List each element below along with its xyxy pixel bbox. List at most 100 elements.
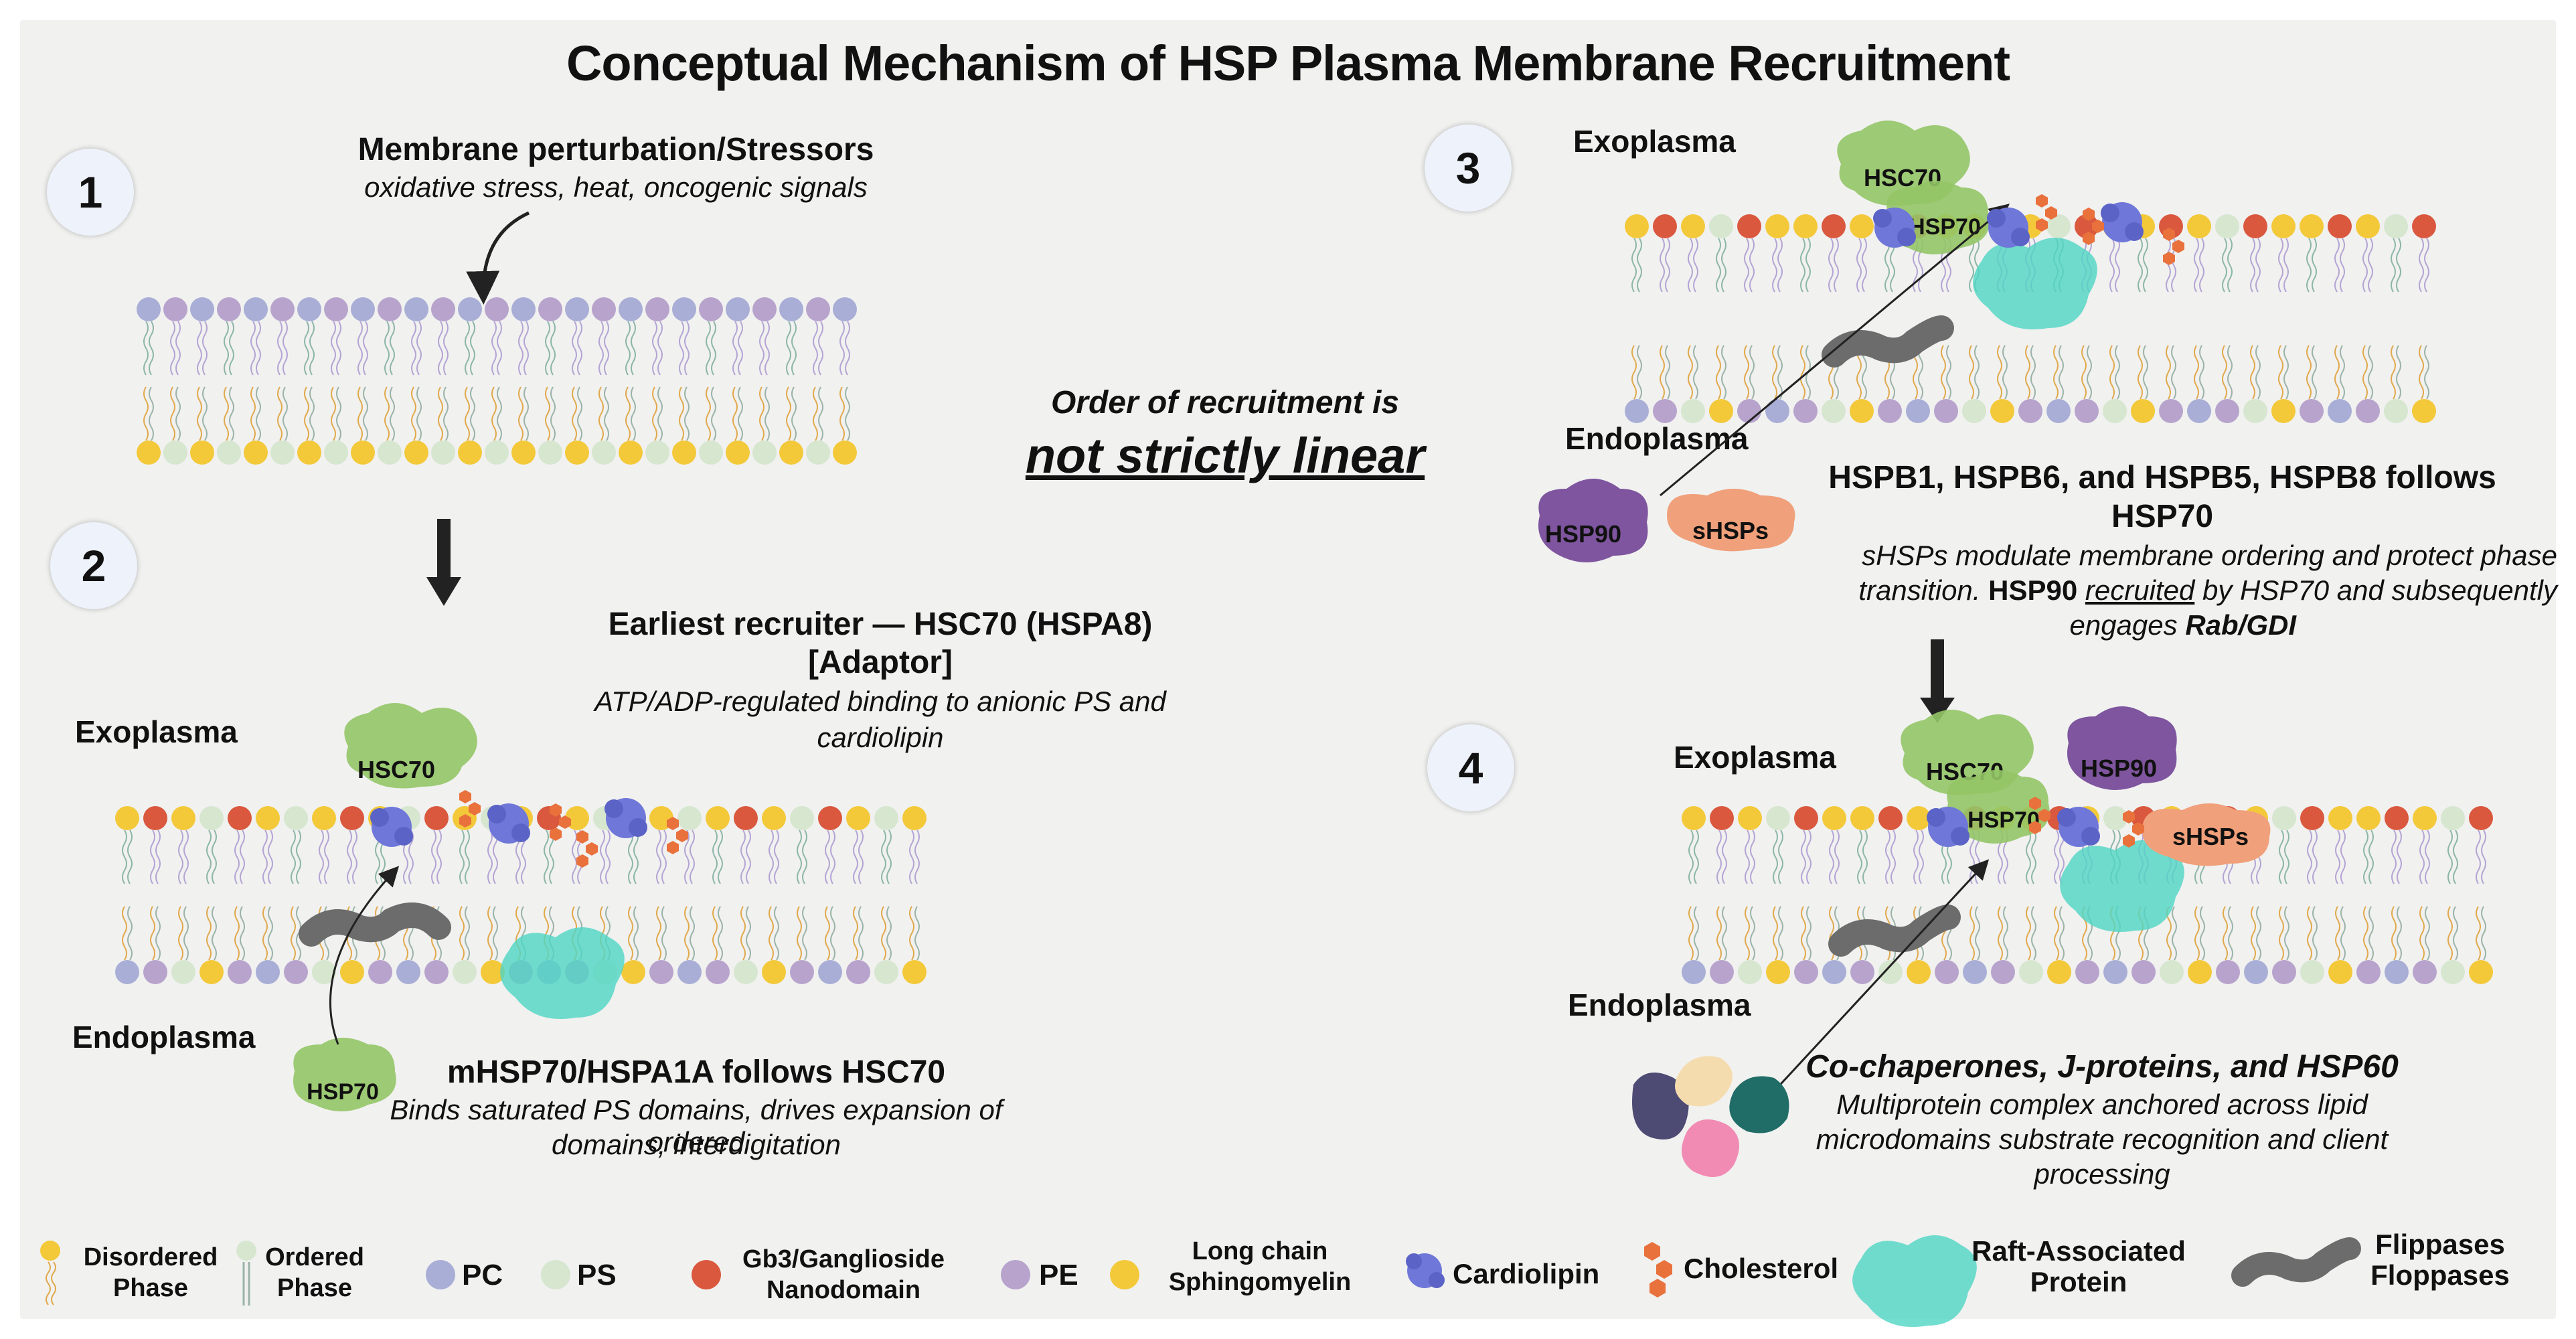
cholesterol-molecule: [2163, 228, 2184, 265]
step-2-hsc70-protein: HSC70: [344, 703, 477, 789]
step-4-flippase: [1828, 904, 1961, 957]
step-2-heading-line1: Earliest recruiter — HSC70 (HSPA8): [608, 607, 1153, 642]
step-2-hsp70-arrow: [329, 866, 400, 1045]
legend-raft-label: Raft-Associated Protein: [1971, 1235, 2186, 1297]
legend-sm-label: Long chain Sphingomyelin: [1168, 1237, 1352, 1296]
step-3-sub-line1: sHSPs modulate membrane ordering and pro…: [1862, 540, 2557, 571]
legend-ps-label: PS: [577, 1259, 617, 1291]
legend-pc-icon: [426, 1260, 455, 1289]
legend-pe-label: PE: [1039, 1259, 1078, 1291]
step-4-shsps-protein: sHSPs: [2142, 803, 2271, 866]
step-3-hsp90-label: HSP90: [1545, 520, 1621, 548]
legend-cholesterol-icon: [1644, 1242, 1672, 1297]
legend-ps-icon: [541, 1260, 570, 1289]
step-4-sub-line1: Multiprotein complex anchored across lip…: [1836, 1089, 2368, 1120]
step-2-follow-line2: domains, interdigitation: [552, 1129, 841, 1160]
step-3-shsps-label: sHSPs: [1692, 517, 1769, 544]
step-3-shsps-blob: sHSPs: [1667, 489, 1795, 552]
step-2-heading-line2: [Adaptor]: [808, 645, 953, 680]
legend-flippases-label: Flippases Floppases: [2370, 1229, 2510, 1291]
order-note-line1: Order of recruitment is: [1050, 385, 1400, 420]
step-2-flippase: [299, 902, 451, 947]
step-1-subtext: oxidative stress, heat, oncogenic signal…: [364, 171, 868, 203]
step-3-heading-line1: HSPB1, HSPB6, and HSPB5, HSPB8 follows: [1828, 460, 2496, 495]
legend-sm-icon: [1110, 1260, 1139, 1289]
legend-cardiolipin-icon: [1406, 1253, 1445, 1288]
cholesterol-molecule: [576, 830, 598, 868]
down-arrow-3-to-4: [1920, 639, 1955, 723]
step-4-endoplasma-label: Endoplasma: [1568, 988, 1751, 1022]
cholesterol-molecule: [667, 817, 688, 854]
down-arrow-1-to-2: [426, 519, 461, 606]
cholesterol-molecule: [550, 803, 571, 841]
step-4-cochaperone-cluster: [1632, 1056, 1789, 1177]
step-2-subtext-line1: ATP/ADP-regulated binding to anionic PS …: [594, 686, 1166, 717]
legend-gb3-icon: [692, 1260, 721, 1289]
legend-flippase-icon: [2231, 1237, 2361, 1287]
step-4-badge: 4: [1427, 724, 1514, 811]
step-2-badge: 2: [50, 522, 137, 609]
legend-disordered-icon: [40, 1241, 60, 1261]
step-3-sub-line2-post: by HSP70 and subsequently: [2194, 574, 2557, 606]
step-2-follow-heading: mHSP70/HSPA1A follows HSC70: [447, 1054, 946, 1090]
step-3-recruit-arrow: [1660, 204, 2010, 497]
stressor-arrow: [466, 211, 530, 305]
step-4-sub-line2: microdomains substrate recognition and c…: [1816, 1123, 2389, 1155]
step-4-hsp90-protein: HSP90: [2067, 706, 2177, 790]
step-3-sub-line2-pre: transition.: [1858, 574, 1989, 606]
step-3-sub-line2: transition. HSP90 recruited by HSP70 and…: [1767, 574, 2557, 607]
cardiolipin-cluster: [605, 798, 647, 838]
legend-ordered-label: Ordered Phase: [265, 1243, 364, 1302]
step-3-sub-line2-hsp90: HSP90: [1988, 574, 2078, 606]
step-3-flippase: [1822, 315, 1954, 368]
cholesterol-molecule: [2036, 194, 2057, 232]
legend-cardiolipin-label: Cardiolipin: [1453, 1258, 1600, 1289]
step-4-shsps-label: sHSPs: [2172, 823, 2249, 850]
step-3-sub-line2-recruited: recruited: [2085, 574, 2195, 606]
step-4-sub-line3: processing: [2034, 1158, 2170, 1190]
step-3-raft-protein: [1973, 238, 2097, 329]
cardiolipin-cluster: [1927, 807, 1969, 847]
step-3-number: 3: [1455, 143, 1481, 193]
step-3-exoplasma-label: Exoplasma: [1573, 124, 1736, 159]
step-2-hsp70-protein: HSP70: [293, 1038, 396, 1111]
step-3-sub-line3-pre: engages: [2069, 609, 2186, 641]
step-4-hsp90-label: HSP90: [2081, 755, 2157, 782]
cholesterol-molecule: [2083, 208, 2104, 245]
step-3-sub-line3: engages Rab/GDI: [1767, 609, 2557, 641]
step-3-heading-line2: HSP70: [2111, 499, 2214, 534]
step-3-sub-line3-rabgdi: Rab/GDI: [2185, 609, 2296, 641]
cardiolipin-cluster: [487, 803, 530, 844]
cholesterol-molecule: [459, 790, 481, 828]
membrane-step-2: [115, 806, 927, 984]
legend-graphics: [40, 1235, 2361, 1327]
cholesterol-molecule: [2123, 810, 2144, 848]
legend-pe-icon: [1001, 1260, 1030, 1289]
legend-raft-icon: [1852, 1235, 1977, 1327]
step-4-exoplasma-label: Exoplasma: [1674, 740, 1836, 775]
step-4-hsp70-label: HSP70: [1967, 807, 2040, 833]
step-2-follow-line1: Binds saturated PS domains, drives expan…: [390, 1094, 1003, 1158]
cardiolipin-cluster: [2101, 202, 2144, 242]
cardiolipin-cluster: [370, 807, 413, 847]
step-3-endoplasma-label: Endoplasma: [1565, 421, 1749, 456]
step-2-endoplasma-label: Endoplasma: [72, 1020, 256, 1054]
step-2-exoplasma-label: Exoplasma: [75, 714, 238, 749]
cardiolipin-cluster: [1987, 208, 2030, 248]
step-4-recruit-arrow: [1773, 859, 1990, 1093]
order-note-line2: not strictly linear: [1025, 428, 1425, 483]
step-2-number: 2: [81, 541, 106, 590]
cholesterol-molecule: [2029, 797, 2050, 834]
step-3-badge: 3: [1425, 125, 1512, 212]
step-4-raft-protein: [2060, 840, 2184, 932]
legend-gb3-label: Gb3/Ganglioside Nanodomain: [742, 1245, 945, 1304]
legend-pc-label: PC: [462, 1259, 503, 1291]
figure-title: Conceptual Mechanism of HSP Plasma Membr…: [566, 35, 2010, 91]
step-4-number: 4: [1458, 743, 1483, 793]
legend-ordered-icon: [236, 1241, 256, 1261]
step-3-hsp70-label: HSP70: [1909, 214, 1981, 240]
cardiolipin-cluster: [1873, 208, 1916, 248]
step-2-raft-protein: [500, 927, 625, 1019]
step-4-hsp70-protein: HSP70: [1947, 770, 2050, 844]
